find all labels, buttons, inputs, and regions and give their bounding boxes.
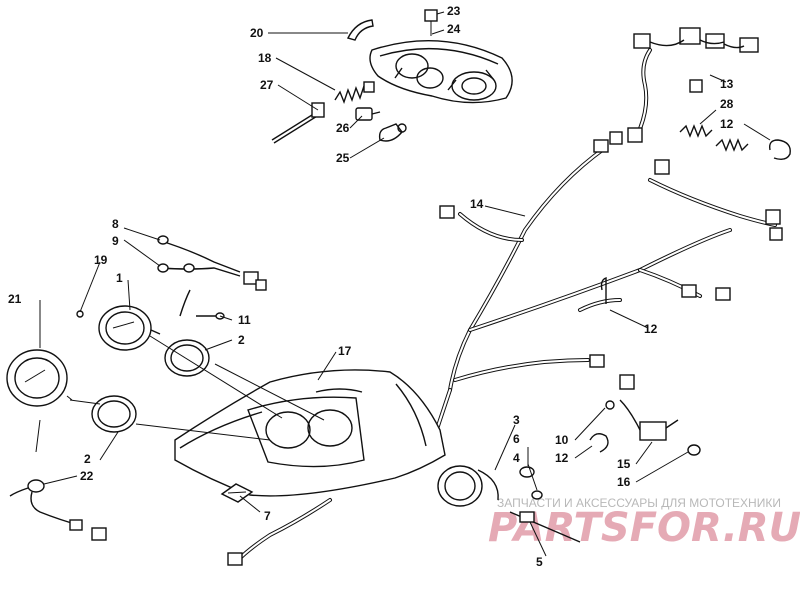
- leader-lines: [35, 11, 771, 557]
- callout-2-lower: 2: [84, 452, 91, 466]
- fuel-gauge: [437, 465, 499, 507]
- callout-14: 14: [470, 197, 484, 211]
- headlight-connector-harness: [633, 27, 759, 53]
- headlight-assembly: [369, 39, 513, 104]
- cable-tie-ring: [589, 139, 791, 453]
- callout-6: 6: [513, 432, 520, 446]
- harness-springs: [679, 124, 749, 152]
- callout-15: 15: [617, 457, 631, 471]
- headlight-clip: [424, 9, 438, 36]
- callout-12-bottom: 12: [555, 451, 569, 465]
- callout-labels: 20 18 27 23 24 26 25 13 28 12 14 12 8 9 …: [8, 4, 734, 569]
- tachometer: [98, 305, 161, 351]
- callout-25: 25: [336, 151, 350, 165]
- callout-10: 10: [555, 433, 569, 447]
- callout-8: 8: [112, 217, 119, 231]
- callout-26: 26: [336, 121, 350, 135]
- bezel-ring-upper: [164, 339, 210, 377]
- callout-22: 22: [80, 469, 94, 483]
- gauge-grommet: [519, 466, 543, 500]
- callout-12-top: 12: [720, 117, 734, 131]
- watermark-tagline: ЗАПЧАСТИ И АКСЕССУАРЫ ДЛЯ МОТОТЕХНИКИ: [497, 496, 781, 510]
- main-wiring-harness: [428, 48, 783, 452]
- adjuster-spring: [334, 81, 375, 105]
- voltage-regulator: [605, 399, 701, 456]
- callout-7: 7: [264, 509, 271, 523]
- callout-16: 16: [617, 475, 631, 489]
- indicator-bulb: [196, 312, 225, 320]
- headlight-bulb: [378, 123, 407, 142]
- callout-28: 28: [720, 97, 734, 111]
- callout-21: 21: [8, 292, 22, 306]
- headlight-bulb-socket: [355, 107, 381, 121]
- callout-18: 18: [258, 51, 272, 65]
- callout-20: 20: [250, 26, 264, 40]
- headlight-trim-strip: [346, 19, 374, 41]
- watermark: ЗАПЧАСТИ И АКСЕССУАРЫ ДЛЯ МОТОТЕХНИКИ PA…: [488, 496, 800, 551]
- callout-5: 5: [536, 555, 543, 569]
- callout-3: 3: [513, 413, 520, 427]
- callout-12-mid: 12: [644, 322, 658, 336]
- callout-17: 17: [338, 344, 352, 358]
- gauge-lead-wires: [157, 235, 267, 317]
- callout-13: 13: [720, 77, 734, 91]
- warning-decal: [220, 483, 254, 503]
- speedometer-cable: [9, 479, 107, 541]
- lower-harness-lead: [227, 498, 332, 566]
- watermark-brand: PARTSFOR.RU: [488, 505, 800, 551]
- bezel-ring-lower: [91, 395, 137, 433]
- callout-24: 24: [447, 22, 461, 36]
- callout-1: 1: [116, 271, 123, 285]
- callout-19: 19: [94, 253, 108, 267]
- callout-2-upper: 2: [238, 333, 245, 347]
- callout-9: 9: [112, 234, 119, 248]
- callout-23: 23: [447, 4, 461, 18]
- callout-27: 27: [260, 78, 274, 92]
- callout-11: 11: [238, 313, 251, 327]
- callout-4: 4: [513, 451, 520, 465]
- temperature-sensor: [509, 511, 581, 543]
- speedometer: [6, 349, 73, 407]
- instrument-panel: [174, 369, 446, 497]
